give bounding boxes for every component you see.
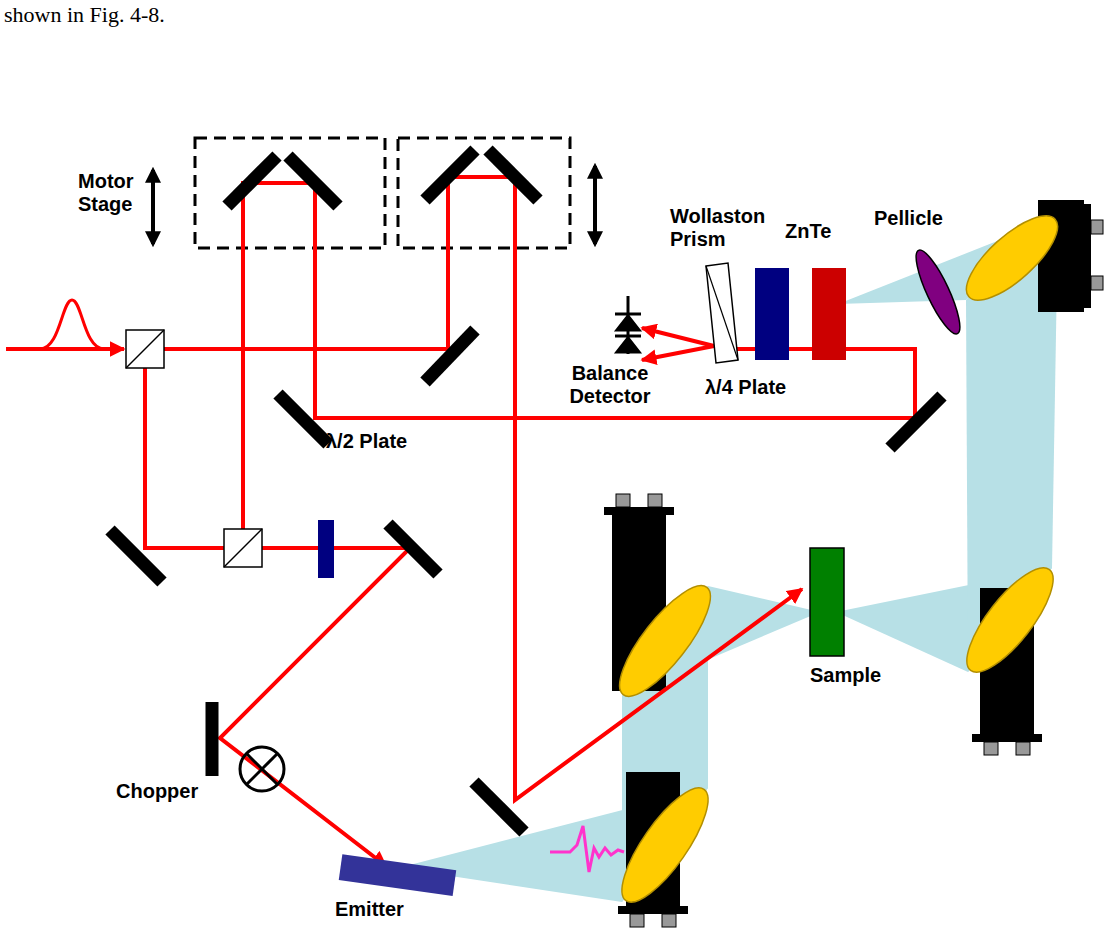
split-beam xyxy=(642,346,714,360)
mount-knob xyxy=(984,742,998,755)
flat-mirror xyxy=(425,330,475,382)
quarter-wave-plate xyxy=(755,268,789,360)
flat-mirror xyxy=(890,396,942,448)
mount-knob xyxy=(630,914,644,927)
part-label: Motor Stage xyxy=(78,170,150,216)
photodiode xyxy=(617,316,639,330)
mount-knob xyxy=(1091,276,1103,290)
part-label: λ/4 Plate xyxy=(705,376,786,399)
flat-mirror xyxy=(425,150,475,200)
splitter-diagonal xyxy=(224,529,262,567)
part-label: λ/2 Plate xyxy=(326,430,407,453)
caption-text: shown in Fig. 4-8. xyxy=(4,2,165,27)
beam-splitter xyxy=(224,529,262,567)
prism-interface xyxy=(706,266,738,360)
emitter xyxy=(339,854,456,896)
parabolic-mirror xyxy=(953,556,1066,684)
beam-splitter xyxy=(126,330,262,567)
half-wave-plate xyxy=(318,520,334,578)
stage-motion-arrow xyxy=(153,166,595,244)
laser-pulse xyxy=(40,300,104,349)
flat-mirror xyxy=(227,156,277,206)
stage-motion-arrow xyxy=(151,170,155,244)
photodiode-bar xyxy=(615,313,641,316)
mount-knob xyxy=(616,494,630,507)
part-label: Chopper xyxy=(116,780,198,803)
balance-detector xyxy=(615,296,641,354)
beam-splitter xyxy=(126,330,164,368)
stage-motion-arrow xyxy=(593,166,597,244)
photodiode-bar xyxy=(615,335,641,338)
flat-mirror xyxy=(206,702,219,776)
mount-plate xyxy=(1084,204,1091,308)
flat-mirror xyxy=(474,782,524,832)
flat-mirror xyxy=(110,150,942,832)
chopper xyxy=(240,747,284,791)
probe-beam xyxy=(243,183,915,548)
laser-beam xyxy=(6,347,124,351)
chopper-blade xyxy=(246,753,278,785)
part-label: Emitter xyxy=(335,898,404,921)
parabolic-mirror xyxy=(954,203,1070,313)
mount-knob xyxy=(648,494,662,507)
mount-knob xyxy=(1091,220,1103,234)
mirror-mount xyxy=(604,200,1103,927)
mount-plate xyxy=(618,906,688,914)
thz-pulse xyxy=(550,826,624,872)
part-label: ZnTe xyxy=(785,220,831,243)
flat-mirror xyxy=(110,530,162,582)
chopper-blade xyxy=(246,753,278,785)
photodiode xyxy=(617,338,639,352)
flat-mirror xyxy=(278,394,328,444)
flat-mirror xyxy=(488,150,538,200)
chopper-wheel xyxy=(240,747,284,791)
part-label: Wollaston Prism xyxy=(670,205,774,251)
mount-plate xyxy=(604,507,674,515)
mount-knob xyxy=(662,914,676,927)
thz-beam xyxy=(398,217,1058,902)
znte-crystal xyxy=(812,268,846,360)
laser-beam xyxy=(6,177,915,866)
wollaston-prism xyxy=(706,263,738,363)
motor-stage-box xyxy=(398,138,570,248)
motor-stage-box xyxy=(195,138,385,248)
splitter-diagonal xyxy=(126,330,164,368)
mount-knob xyxy=(1016,742,1030,755)
part-label: Pellicle xyxy=(874,207,943,230)
split-beam xyxy=(642,328,714,346)
part-label: Sample xyxy=(810,664,881,687)
parabolic-mirror xyxy=(606,203,1070,913)
sample xyxy=(810,548,844,656)
mount-plate xyxy=(972,734,1042,742)
flat-mirror xyxy=(388,524,438,574)
parabolic-mirror xyxy=(608,777,722,914)
pellicle xyxy=(909,246,968,339)
part-label: Balance Detector xyxy=(560,362,660,408)
flat-mirror xyxy=(288,156,338,206)
